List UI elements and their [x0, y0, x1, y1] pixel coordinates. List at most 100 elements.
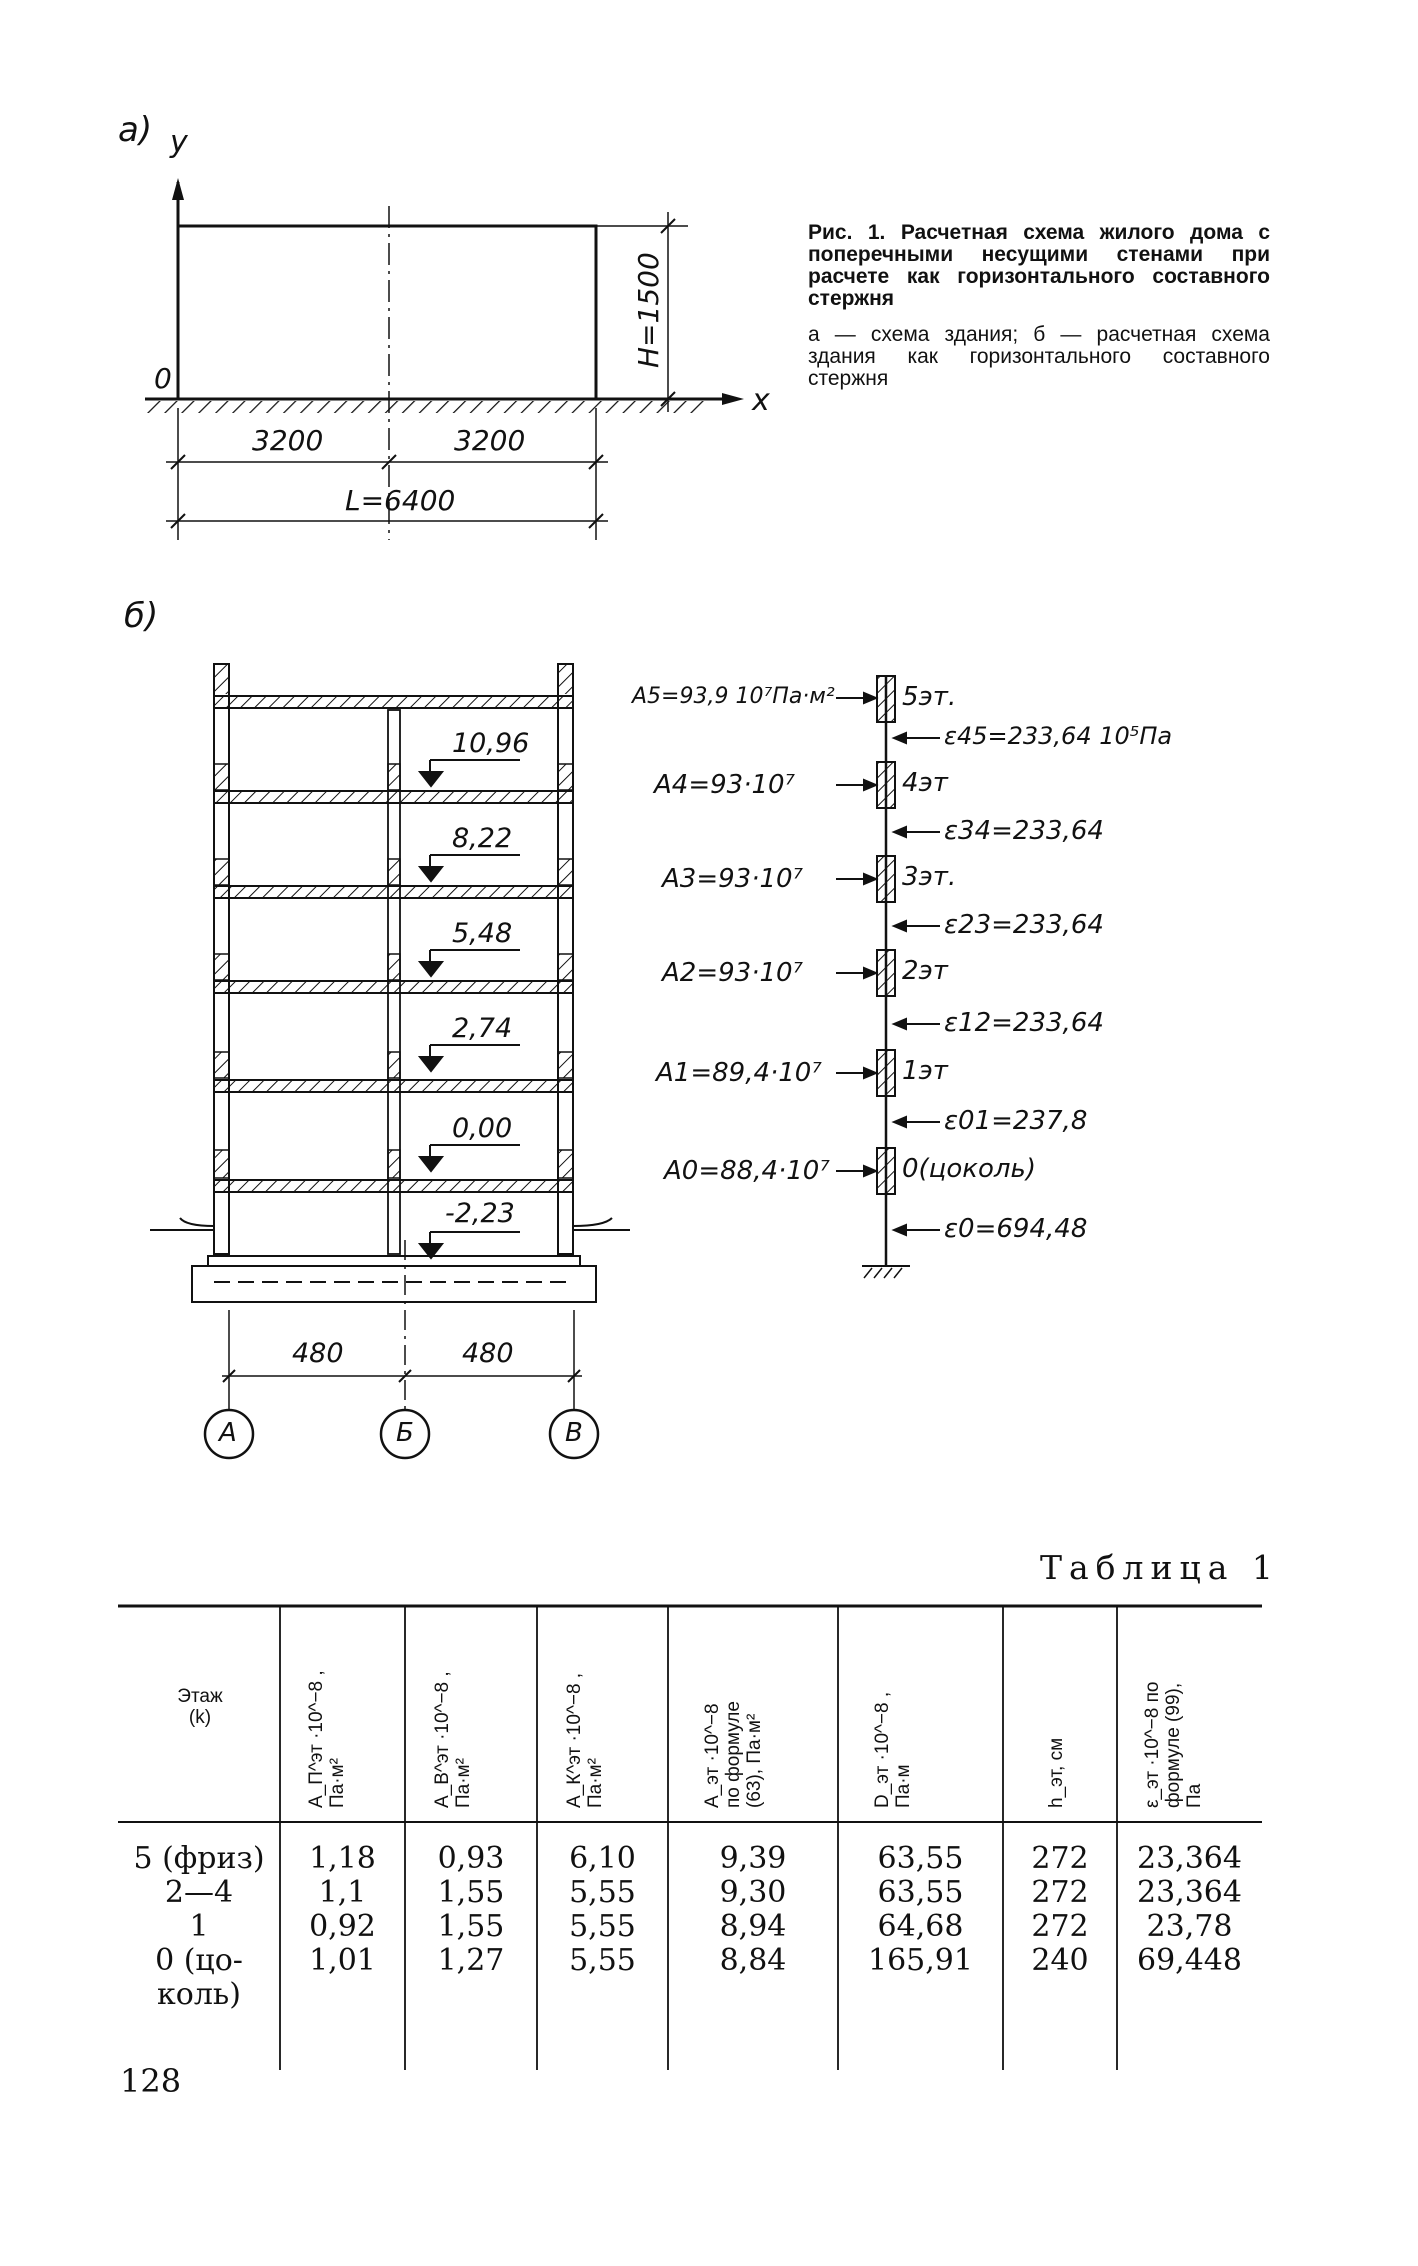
table-cell: 0 (цо-: [155, 1943, 243, 1978]
table-cell: 9,30: [719, 1875, 787, 1910]
floor-label-2: 2эт: [902, 956, 948, 986]
table-header-d-et: D_эт ·10^−8 , Па·м: [872, 1691, 914, 1808]
table-cell: 5,55: [569, 1909, 636, 1944]
axis-marker-a: [203, 1408, 255, 1460]
table-cell: 23,78: [1146, 1909, 1233, 1944]
rod-segment-5: [876, 675, 896, 723]
shear-label-12: ε12=233,64: [944, 1008, 1104, 1038]
figure-caption: Рис. 1. Расчетная схема жилого дома с по…: [808, 222, 1270, 390]
axis-label-b: Б: [396, 1418, 414, 1448]
stiffness-label-0: A0=88,4·10⁷: [664, 1156, 830, 1186]
foundation-base: [191, 1265, 597, 1303]
table-cell: 5,55: [569, 1875, 636, 1910]
stiffness-label-1: A1=89,4·10⁷: [656, 1058, 822, 1088]
table-cell: 8,94: [719, 1909, 787, 1944]
elevation-label-4: 2,74: [452, 1013, 513, 1044]
stiffness-label-2: A2=93·10⁷: [662, 958, 803, 988]
table-cell: 272: [1031, 1875, 1089, 1910]
table-cell: 23,364: [1137, 1875, 1242, 1910]
figure-a-label: а): [118, 110, 153, 150]
floor-label-3: 3эт.: [902, 862, 957, 892]
span-dim-1: 3200: [252, 424, 324, 457]
table-column-eps-et: 23,364 23,364 23,78 69,448: [1117, 1842, 1262, 1978]
rod-scheme-arrows: [836, 691, 879, 1178]
foundation-slab: [207, 1255, 581, 1267]
shear-label-0: ε0=694,48: [944, 1214, 1088, 1244]
floor-slabs: [213, 695, 574, 1193]
elevation-label-1: 10,96: [452, 728, 530, 759]
table-cell: коль): [157, 1977, 241, 2012]
table-column-a-v: 0,93 1,55 1,55 1,27: [405, 1842, 537, 1978]
elevation-label-5: 0,00: [452, 1113, 513, 1144]
table-cell: 0,93: [437, 1841, 505, 1876]
figure-b-label: б): [124, 596, 159, 636]
table-cell: 5 (фриз): [133, 1841, 265, 1876]
floor-label-1: 1эт: [902, 1056, 948, 1086]
building-section-drawing: [150, 663, 630, 1460]
rod-scheme-drawing: [862, 675, 910, 1279]
axis-label-v: В: [565, 1418, 583, 1448]
page-number: 128: [120, 2062, 182, 2100]
stiffness-label-3: A3=93·10⁷: [662, 864, 803, 894]
floor-label-5: 5эт.: [902, 682, 957, 712]
caption-title: Рис. 1. Расчетная схема жилого дома с по…: [808, 221, 1270, 310]
ground-hatch: [145, 401, 705, 413]
table-cell: 240: [1031, 1943, 1089, 1978]
table-cell: 165,91: [868, 1943, 973, 1978]
table-cell: 2—4: [164, 1875, 234, 1910]
table-column-a-p: 1,18 1,1 0,92 1,01: [280, 1842, 405, 1978]
height-dimension: H=1500: [632, 252, 665, 368]
table-cell: 1,18: [309, 1841, 376, 1876]
table-cell: 1,55: [437, 1909, 505, 1944]
floor-label-0: 0(цоколь): [902, 1154, 1036, 1184]
x-axis-label: x: [752, 383, 770, 418]
table-cell: 1,01: [309, 1943, 376, 1978]
building-outline: [176, 224, 598, 401]
table-header-eps-et: ε_эт ·10^−8 по формуле (99), Па: [1142, 1681, 1205, 1808]
floor-label-4: 4эт: [902, 768, 948, 798]
table-header-a-v: A_В^эт ·10^−8 , Па·м²: [432, 1671, 474, 1808]
table-cell: 8,84: [719, 1943, 787, 1978]
table-title: Таблица 1: [1040, 1548, 1280, 1587]
table-cell: 9,39: [719, 1841, 787, 1876]
x-axis-arrow: [722, 393, 744, 405]
elevation-label-3: 5,48: [452, 918, 513, 949]
table-column-a-et: 9,39 9,30 8,94 8,84: [668, 1842, 838, 1978]
table-cell: 5,55: [569, 1943, 636, 1978]
table-column-d-et: 63,55 63,55 64,68 165,91: [838, 1842, 1003, 1978]
y-axis-arrow: [172, 178, 184, 200]
table-cell: 63,55: [877, 1875, 964, 1910]
stiffness-label-5: A5=93,9 10⁷Па·м²: [632, 684, 835, 709]
elevation-markers: [417, 759, 520, 1260]
figure-a-drawing: [145, 178, 744, 540]
caption-subtitle: а — схема здания; б — расчетная схема зд…: [808, 323, 1270, 390]
shear-label-23: ε23=233,64: [944, 910, 1104, 940]
table-cell: 64,68: [877, 1909, 964, 1944]
table-cell: 63,55: [877, 1841, 964, 1876]
table-cell: 1,55: [437, 1875, 505, 1910]
axis-marker-v: [548, 1408, 600, 1460]
span-dim-b-2: 480: [462, 1338, 514, 1369]
table-header-a-p: A_П^эт ·10^−8 , Па·м²: [306, 1670, 348, 1808]
elevation-label-2: 8,22: [452, 823, 513, 854]
shear-label-45: ε45=233,64 10⁵Па: [944, 722, 1173, 750]
table-header-a-et: A_эт ·10^−8 по формуле (63), Па·м²: [702, 1701, 765, 1808]
table-cell: 6,10: [569, 1841, 636, 1876]
span-dim-2: 3200: [454, 424, 526, 457]
table-cell: 272: [1031, 1909, 1089, 1944]
table-cell: 0,92: [309, 1909, 376, 1944]
table-cell: 69,448: [1137, 1943, 1242, 1978]
table-cell: 23,364: [1137, 1841, 1242, 1876]
y-axis-label: y: [170, 125, 188, 160]
table-cell: 272: [1031, 1841, 1089, 1876]
table-header-floor: Этаж (k): [177, 1686, 223, 1728]
table-header-a-k: A_К^эт ·10^−8 , Па·м²: [564, 1672, 606, 1808]
table-column-floor: 5 (фриз) 2—4 1 0 (цо- коль): [118, 1842, 280, 2012]
table-column-h-et: 272 272 272 240: [1003, 1842, 1117, 1978]
span-dim-b-1: 480: [292, 1338, 344, 1369]
table-column-a-k: 6,10 5,55 5,55 5,55: [537, 1842, 668, 1978]
shear-label-01: ε01=237,8: [944, 1106, 1088, 1136]
total-span-dim: L=6400: [345, 484, 456, 517]
rod-scheme-eps-arrows: [891, 731, 940, 1237]
axis-marker-b: [379, 1408, 431, 1460]
